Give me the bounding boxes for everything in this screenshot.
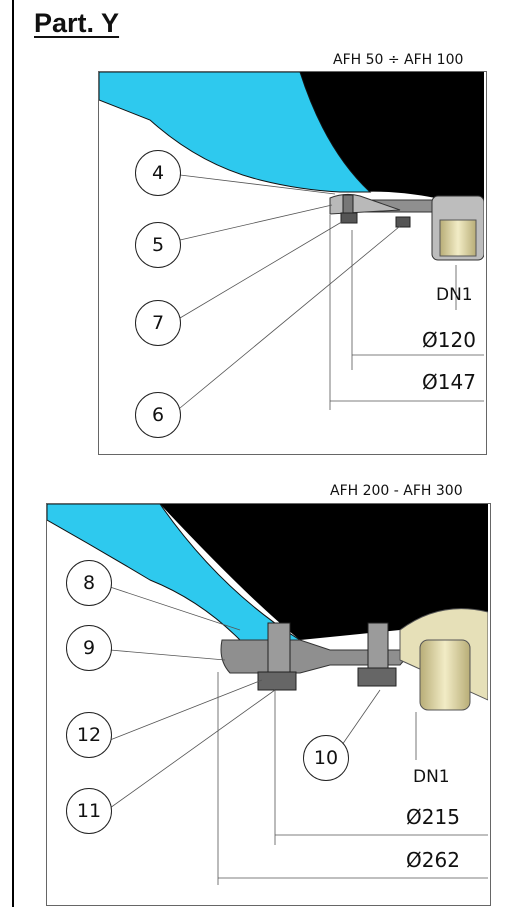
callout-12: 12 [66,712,112,758]
dim-dn1-small: DN1 [436,285,473,305]
view1-geometry [99,72,484,261]
connection-fitting [439,219,477,257]
dim-diameter-262: Ø262 [406,848,460,872]
callout-9: 9 [66,625,112,671]
tank-body [160,504,488,640]
nut-2 [395,216,411,228]
callout-7: 7 [135,300,181,346]
view2-leaders [109,586,488,885]
nut-2 [357,667,397,687]
model-label-small: AFH 50 ÷ AFH 100 [333,52,464,68]
view2-geometry [47,504,488,711]
callout-10: 10 [303,735,349,781]
callout-4: 4 [135,150,181,196]
callout-8: 8 [66,560,112,606]
membrane [47,504,302,641]
dim-dn1-large: DN1 [413,767,450,787]
bolt [267,622,291,676]
callout-6: 6 [135,392,181,438]
bolt-2 [367,622,389,669]
model-label-large: AFH 200 - AFH 300 [330,483,463,499]
connection-fitting [419,639,471,711]
callout-11: 11 [66,788,112,834]
callout-5: 5 [135,222,181,268]
dim-diameter-120: Ø120 [422,328,476,352]
view1-leaders [179,174,484,410]
membrane [99,72,372,193]
nut [340,212,358,224]
dim-diameter-147: Ø147 [422,370,476,394]
section-title: Part. Y [34,8,120,38]
page-border [12,0,14,907]
bolt [342,194,354,214]
dim-diameter-215: Ø215 [406,805,460,829]
nut [257,671,297,691]
